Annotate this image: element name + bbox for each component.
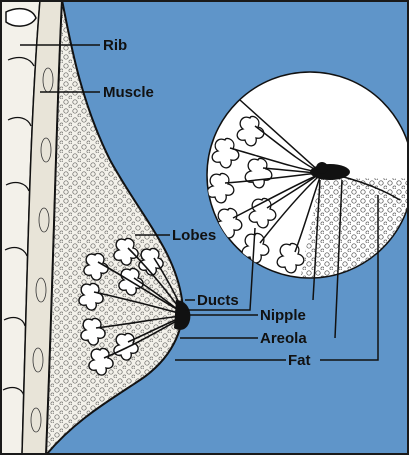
label-muscle: Muscle <box>103 84 154 101</box>
label-rib: Rib <box>103 37 127 54</box>
label-nipple: Nipple <box>260 307 306 324</box>
label-fat: Fat <box>288 352 311 369</box>
rib <box>6 9 36 26</box>
label-lobes: Lobes <box>172 227 216 244</box>
label-areola: Areola <box>260 330 307 347</box>
magnified-areola <box>310 164 350 180</box>
label-ducts: Ducts <box>197 292 239 309</box>
magnified-nipple <box>316 162 328 174</box>
